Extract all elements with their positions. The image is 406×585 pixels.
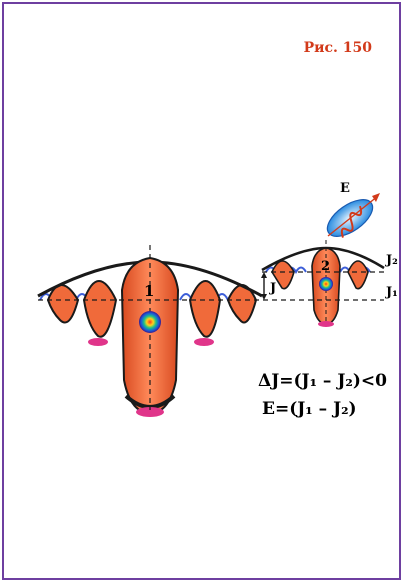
level-j2-label: J₂	[385, 253, 398, 268]
equation-energy: E=(J₁ – J₂)	[262, 399, 357, 419]
photon-label: E	[340, 181, 350, 196]
wave1-label: 1	[144, 282, 154, 300]
wave1-core	[139, 311, 161, 333]
level-j1-label: J₁	[385, 285, 398, 300]
wave-packet-1: 1	[38, 245, 262, 417]
photon: E	[321, 181, 380, 244]
equation-delta-j: ΔJ=(J₁ – J₂)<0	[258, 371, 387, 391]
wave-packet-2: 2	[262, 240, 384, 327]
wave2-core	[319, 277, 333, 291]
delta-j-arrow	[261, 272, 267, 300]
level-j-label: J	[269, 281, 276, 296]
